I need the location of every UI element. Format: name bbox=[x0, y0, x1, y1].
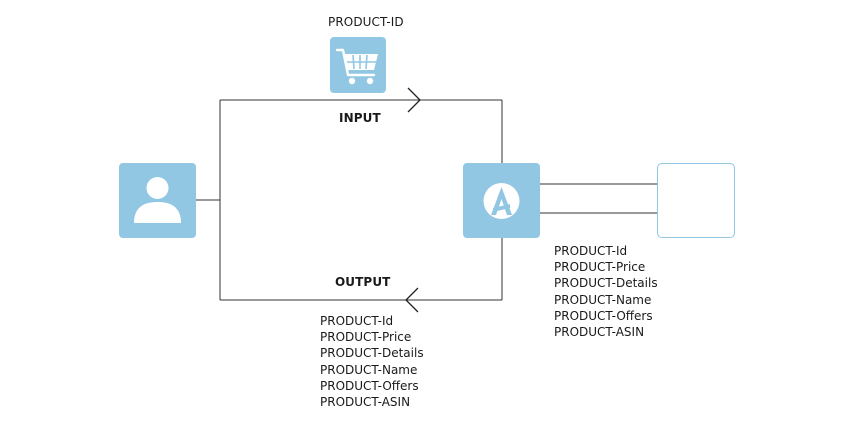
service-field: PRODUCT-ASIN bbox=[554, 324, 645, 339]
output-field: PRODUCT-Id bbox=[320, 314, 394, 328]
output-field: PRODUCT-Price bbox=[320, 330, 412, 345]
service-field: PRODUCT-Id bbox=[554, 244, 628, 258]
input-label: INPUT bbox=[339, 111, 381, 125]
output-field: PRODUCT-ASIN bbox=[320, 394, 411, 409]
service-fields-list: PRODUCT-Id PRODUCT-Price PRODUCT-Details… bbox=[554, 243, 658, 340]
service-tile bbox=[463, 163, 540, 238]
input-arrow bbox=[407, 87, 421, 113]
output-fields-list: PRODUCT-Id PRODUCT-Price PRODUCT-Details… bbox=[320, 313, 424, 410]
output-label: OUTPUT bbox=[335, 275, 391, 289]
external-source-box bbox=[657, 163, 735, 238]
service-field: PRODUCT-Offers bbox=[554, 308, 653, 323]
service-field: PRODUCT-Details bbox=[554, 276, 658, 291]
input-param-label: PRODUCT-ID bbox=[328, 15, 404, 29]
output-arrow bbox=[405, 287, 419, 313]
user-tile bbox=[119, 163, 196, 238]
api-logo-icon bbox=[483, 183, 520, 219]
service-field: PRODUCT-Name bbox=[554, 292, 652, 307]
output-field: PRODUCT-Offers bbox=[320, 378, 419, 393]
cart-tile bbox=[330, 37, 386, 93]
output-field: PRODUCT-Name bbox=[320, 362, 418, 377]
user-icon bbox=[134, 177, 181, 223]
output-field: PRODUCT-Details bbox=[320, 346, 424, 361]
service-field: PRODUCT-Price bbox=[554, 260, 646, 275]
shopping-cart-icon bbox=[335, 48, 378, 85]
